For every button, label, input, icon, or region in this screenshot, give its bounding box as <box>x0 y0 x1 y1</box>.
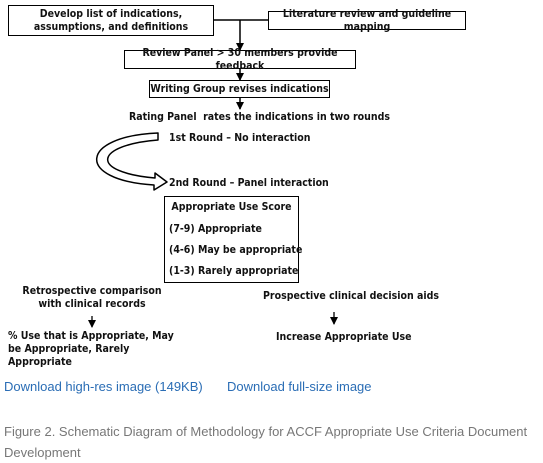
develop-indications-text: Develop list of indications, assumptions… <box>33 7 189 33</box>
download-high-res-link[interactable]: Download high-res image (149KB) <box>4 379 203 394</box>
develop-indications-box: Develop list of indications, assumptions… <box>8 5 214 36</box>
score-title: Appropriate Use Score <box>171 201 292 213</box>
literature-review-text: Literature review and guideline mapping <box>282 7 452 33</box>
prospective-result: Increase Appropriate Use <box>276 331 412 343</box>
writing-group-box: Writing Group revises indications <box>149 80 330 98</box>
literature-review-box: Literature review and guideline mapping <box>268 8 466 33</box>
score-item-rarely-appropriate: (1-3) Rarely appropriate <box>169 265 299 277</box>
download-full-size-link[interactable]: Download full-size image <box>227 379 372 394</box>
review-panel-text: Review Panel > 30 members provide feedba… <box>142 46 338 72</box>
score-item-appropriate: (7-9) Appropriate <box>169 223 262 235</box>
rating-panel-label: Rating Panel rates the indications in tw… <box>129 111 391 123</box>
writing-group-text: Writing Group revises indications <box>150 82 329 95</box>
round-1-label: 1st Round – No interaction <box>169 132 311 144</box>
round-loop-arrow <box>96 132 168 191</box>
appropriate-use-score-box: Appropriate Use Score (7-9) Appropriate … <box>164 196 303 283</box>
prospective-label: Prospective clinical decision aids <box>263 290 439 302</box>
retrospective-result: % Use that is Appropriate, May be Approp… <box>8 330 174 368</box>
score-item-may-be-appropriate: (4-6) May be appropriate <box>169 244 303 256</box>
round-2-label: 2nd Round – Panel interaction <box>169 177 329 189</box>
retrospective-label: Retrospective comparison with clinical r… <box>22 285 162 310</box>
review-panel-box: Review Panel > 30 members provide feedba… <box>124 47 356 72</box>
figure-caption: Figure 2. Schematic Diagram of Methodolo… <box>4 424 528 460</box>
